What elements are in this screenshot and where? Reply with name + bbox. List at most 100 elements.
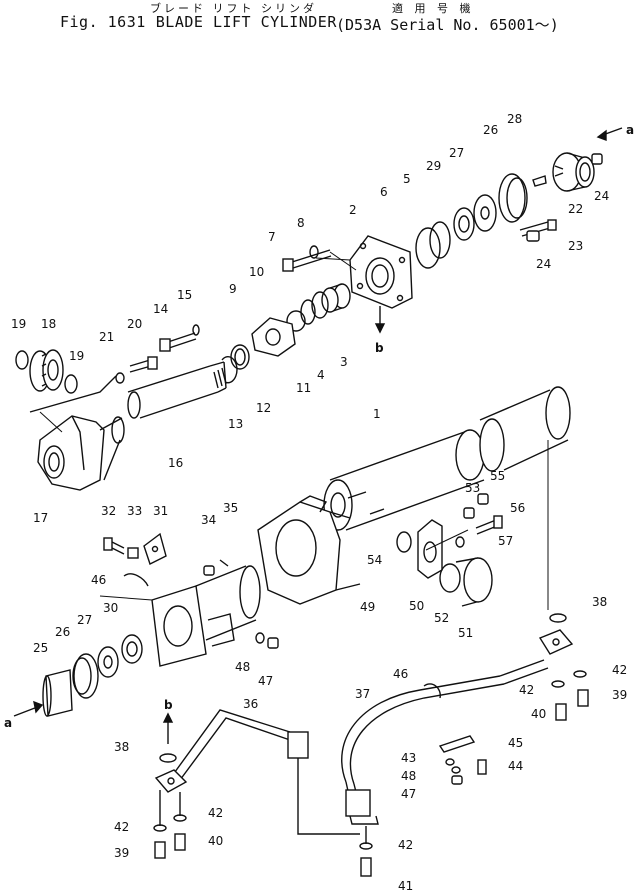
marker-b-bottom: b xyxy=(164,698,173,712)
part-55-nut xyxy=(477,493,489,505)
callout-11: 11 xyxy=(296,381,311,395)
callout-22: 22 xyxy=(568,202,583,216)
part-9-block xyxy=(251,317,296,357)
part-12-ring xyxy=(230,344,250,370)
part-49-bracket xyxy=(257,495,361,605)
callout-12: 12 xyxy=(256,401,271,415)
callout-41: 41 xyxy=(398,879,413,893)
part-57-washer xyxy=(455,536,465,548)
part-56-bolt xyxy=(475,515,503,535)
callout-48-right: 48 xyxy=(401,769,416,783)
callout-33: 33 xyxy=(127,504,142,518)
part-51-cap xyxy=(455,557,493,607)
part-20-bolt xyxy=(129,356,158,373)
arrow-b-top xyxy=(374,306,386,334)
part-27-piston-lower xyxy=(97,646,119,678)
title-japanese: ブレード リフト シリンダ xyxy=(150,2,317,15)
callout-23: 23 xyxy=(568,239,583,253)
part-27-piston xyxy=(473,194,497,232)
callout-5: 5 xyxy=(403,172,411,186)
callout-42-bottom: 42 xyxy=(398,838,413,852)
callout-17: 17 xyxy=(33,511,48,525)
leader-misc xyxy=(39,411,153,601)
callout-27-lower: 27 xyxy=(77,613,92,627)
callout-24-lower: 24 xyxy=(536,257,551,271)
part-37-pipe xyxy=(341,659,549,825)
callout-2: 2 xyxy=(349,203,357,217)
part-36-pipe xyxy=(171,709,360,835)
part-48-washer-right xyxy=(451,766,461,774)
part-39-bolt-right xyxy=(577,689,589,707)
serial-text: D53A Serial No. 65001～ xyxy=(345,16,550,34)
callout-4: 4 xyxy=(317,368,325,382)
callout-26-lower: 26 xyxy=(55,625,70,639)
callout-19-right: 19 xyxy=(69,349,84,363)
callout-46-right: 46 xyxy=(393,667,408,681)
callout-30: 30 xyxy=(103,601,118,615)
part-5-ring xyxy=(429,221,451,259)
part-31-bracket xyxy=(143,532,167,565)
callout-52: 52 xyxy=(434,611,449,625)
part-13-ring xyxy=(221,356,238,384)
callout-46-left: 46 xyxy=(91,573,106,587)
part-16-rod xyxy=(127,361,227,419)
arrow-a-bottom xyxy=(13,700,44,717)
part-21-washer xyxy=(115,372,125,384)
callout-49: 49 xyxy=(360,600,375,614)
part-47-nut-right xyxy=(451,775,463,785)
part-19-ring-right xyxy=(64,374,78,394)
part-26-ring xyxy=(498,173,528,223)
part-42-washer-br2 xyxy=(573,670,587,678)
part-26-ring-lower xyxy=(72,653,99,699)
part-38-ring-left xyxy=(159,753,177,763)
leader-left-assembly xyxy=(29,375,117,413)
part-10-ring xyxy=(286,310,306,332)
part-44-bolt xyxy=(477,759,487,775)
callout-10: 10 xyxy=(249,265,264,279)
part-30-bushing xyxy=(121,634,143,664)
callout-39-right: 39 xyxy=(612,688,627,702)
figure-number: Fig. 1631 xyxy=(60,13,146,31)
callout-28: 28 xyxy=(507,112,522,126)
part-48-washer-left xyxy=(255,632,265,644)
callout-45: 45 xyxy=(508,736,523,750)
callout-35: 35 xyxy=(223,501,238,515)
callout-47-left: 47 xyxy=(258,674,273,688)
callout-32: 32 xyxy=(101,504,116,518)
callout-36: 36 xyxy=(243,697,258,711)
callout-25: 25 xyxy=(33,641,48,655)
part-42-washer-br1 xyxy=(551,680,565,688)
callout-54: 54 xyxy=(367,553,382,567)
callout-1: 1 xyxy=(373,407,381,421)
callout-47-right: 47 xyxy=(401,787,416,801)
callout-42-bl1: 42 xyxy=(114,820,129,834)
callout-15: 15 xyxy=(177,288,192,302)
callout-56: 56 xyxy=(510,501,525,515)
part-45-plate xyxy=(438,735,476,753)
part-tube-sleeve xyxy=(479,386,571,472)
part-6-ring xyxy=(415,227,441,269)
part-19-ring-left xyxy=(15,350,29,370)
callout-3: 3 xyxy=(340,355,348,369)
callout-40-right: 40 xyxy=(531,707,546,721)
callout-55: 55 xyxy=(490,469,505,483)
serial-range: (D53A Serial No. 65001～) xyxy=(336,16,559,34)
part-pipe-flange-right xyxy=(538,629,574,655)
callout-9: 9 xyxy=(229,282,237,296)
part-53-fitting xyxy=(463,507,475,519)
callout-44: 44 xyxy=(508,759,523,773)
part-flange-body xyxy=(151,565,261,667)
part-7-bolt xyxy=(282,249,332,272)
leader-left-bolts xyxy=(159,790,181,826)
part-25-band xyxy=(42,669,73,717)
part-1-cylinder-tube xyxy=(323,429,485,531)
part-50-cap xyxy=(417,519,443,579)
part-39-bolt-left xyxy=(154,841,166,859)
part-24-nut-lower xyxy=(526,230,540,242)
callout-31: 31 xyxy=(153,504,168,518)
part-40-bolt-right xyxy=(555,703,567,721)
part-29-seal xyxy=(453,207,475,241)
part-24-nut-top xyxy=(591,153,603,165)
